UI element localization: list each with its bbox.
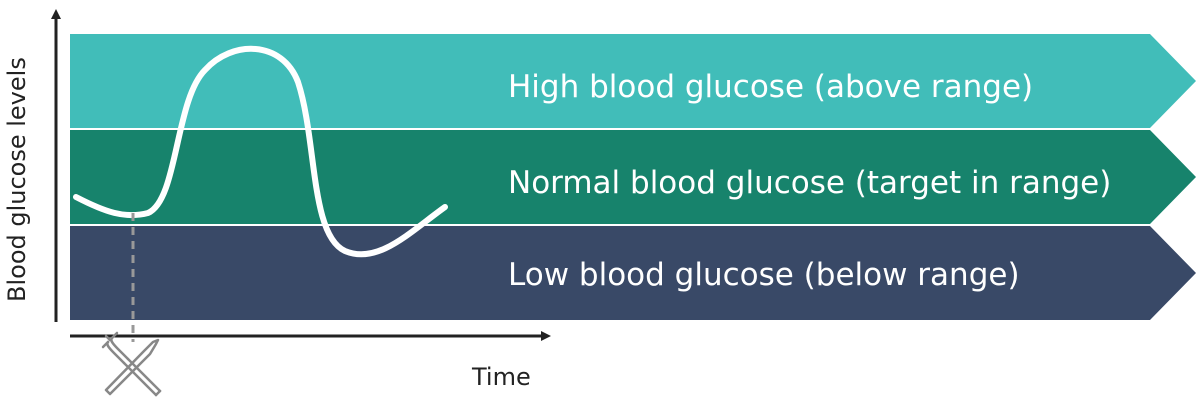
- x-axis-label: Time: [471, 363, 531, 391]
- band-normal: [70, 130, 1196, 224]
- band-label-low: Low blood glucose (below range): [508, 257, 1020, 293]
- band-low: [70, 226, 1196, 320]
- fork-and-knife-icon: [101, 331, 162, 397]
- y-axis-label: Blood glucose levels: [3, 57, 31, 302]
- glucose-curve: [73, 45, 448, 258]
- band-high: [70, 34, 1196, 128]
- band-label-normal: Normal blood glucose (target in range): [508, 165, 1111, 201]
- band-label-high: High blood glucose (above range): [508, 69, 1033, 105]
